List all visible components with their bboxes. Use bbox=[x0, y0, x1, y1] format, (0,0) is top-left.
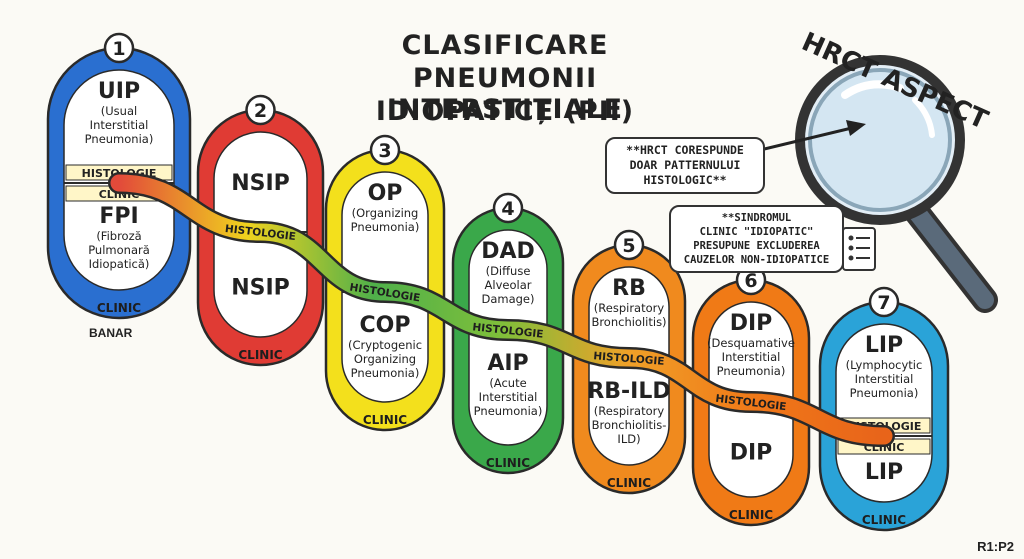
histology-full-name: (Diffuse bbox=[486, 264, 531, 278]
number-badge bbox=[245, 94, 276, 126]
number-badge-text: 3 bbox=[378, 140, 391, 162]
syndrome-note: **SINDROMUL CLINIC "IDIOPATIC" PRESUPUNE… bbox=[669, 205, 844, 273]
histology-full-name: Alveolar bbox=[485, 278, 532, 292]
clinic-full-name: Bronchiolitis- bbox=[592, 418, 667, 432]
clinic-band-label: CLINIC bbox=[363, 413, 407, 427]
syndrome-note-line: **SINDROMUL bbox=[721, 212, 792, 224]
title-line-3: IDIOPATICE (PII) bbox=[375, 96, 635, 127]
clinic-full-name: Pneumonia) bbox=[474, 404, 543, 418]
histology-full-name: Pneumonia) bbox=[85, 132, 154, 146]
clinic-band-label: CLINIC bbox=[607, 476, 651, 490]
clinic-abbreviation: FPI bbox=[99, 204, 138, 229]
histology-full-name: Bronchiolitis) bbox=[591, 315, 666, 329]
clinic-abbreviation: NSIP bbox=[231, 276, 290, 301]
clinic-full-name: Idiopatică) bbox=[89, 257, 150, 271]
connecting-ribbon bbox=[108, 172, 895, 447]
number-badge bbox=[613, 229, 645, 261]
clinic-band-label: CLINIC bbox=[729, 508, 773, 522]
number-badge-text: 6 bbox=[744, 270, 757, 292]
ribbon-fill bbox=[110, 174, 893, 445]
number-badge bbox=[492, 192, 524, 224]
clinic-band-label: CLINIC bbox=[486, 456, 530, 470]
clinic-band-label: CLINIC bbox=[238, 348, 282, 362]
histology-full-name: (Desquamative bbox=[707, 336, 795, 350]
histology-full-name: Interstitial bbox=[722, 350, 781, 364]
number-badge-text: 7 bbox=[877, 292, 890, 314]
number-badge bbox=[103, 32, 135, 64]
clinic-full-name: (Acute bbox=[489, 376, 526, 390]
number-badge-text: 1 bbox=[112, 38, 125, 60]
hrct-note-line: DOAR PATTERNULUI bbox=[629, 158, 741, 172]
histology-full-name: (Organizing bbox=[352, 206, 419, 220]
histology-full-name: Pneumonia) bbox=[351, 220, 420, 234]
entity-loop-7: 7CLINICLIP(LymphocyticInterstitialPneumo… bbox=[818, 286, 950, 532]
histology-full-name: (Respiratory bbox=[594, 301, 665, 315]
histology-abbreviation: DAD bbox=[481, 239, 535, 264]
loop-inner bbox=[835, 323, 933, 503]
histology-full-name: Interstitial bbox=[90, 118, 149, 132]
clinic-abbreviation: AIP bbox=[487, 351, 528, 376]
syndrome-note-line: PRESUPUNE EXCLUDEREA bbox=[693, 240, 820, 252]
histology-abbreviation: OP bbox=[368, 181, 403, 206]
number-badge-text: 2 bbox=[254, 100, 267, 122]
histology-full-name: Pneumonia) bbox=[717, 364, 786, 378]
number-badge bbox=[868, 286, 900, 318]
histology-abbreviation: RB bbox=[612, 276, 646, 301]
syndrome-note-line: CLINIC "IDIOPATIC" bbox=[699, 226, 814, 238]
hrct-note: **HRCT CORESPUNDE DOAR PATTERNULUI HISTO… bbox=[605, 137, 765, 194]
clinic-full-name: Pulmonară bbox=[88, 243, 150, 257]
number-badge-text: 5 bbox=[622, 235, 635, 257]
hrct-note-line: **HRCT CORESPUNDE bbox=[626, 143, 744, 157]
clinic-abbreviation: DIP bbox=[730, 441, 773, 466]
hrct-note-line: HISTOLOGIC** bbox=[643, 173, 727, 187]
clinic-full-name: (Fibroză bbox=[96, 229, 141, 243]
banar-label: BANAR bbox=[89, 326, 133, 340]
page-reference: R1:P2 bbox=[977, 539, 1014, 554]
clinic-full-name: Organizing bbox=[354, 352, 416, 366]
clinic-band-label: CLINIC bbox=[862, 513, 906, 527]
entity-loops: 1CLINICUIP(UsualInterstitialPneumonia)FP… bbox=[46, 32, 950, 532]
clinic-full-name: (Cryptogenic bbox=[348, 338, 422, 352]
number-badge bbox=[369, 134, 401, 166]
clinic-abbreviation: LIP bbox=[865, 460, 903, 485]
histology-abbreviation: DIP bbox=[730, 311, 773, 336]
histology-full-name: Interstitial bbox=[855, 372, 914, 386]
histology-abbreviation: NSIP bbox=[231, 171, 290, 196]
histology-full-name: Damage) bbox=[481, 292, 534, 306]
histology-full-name: (Lymphocytic bbox=[846, 358, 923, 372]
clinic-full-name: ILD) bbox=[617, 432, 640, 446]
clinic-abbreviation: COP bbox=[360, 313, 411, 338]
histology-full-name: Pneumonia) bbox=[850, 386, 919, 400]
histology-full-name: (Usual bbox=[101, 104, 137, 118]
title-line-1: CLASIFICARE bbox=[401, 30, 609, 61]
magnifying-glass-icon bbox=[759, 55, 998, 313]
title-line-2: PNEUMONII INTERSTIȚIALE bbox=[386, 63, 624, 125]
clinic-full-name: Interstitial bbox=[479, 390, 538, 404]
clinic-full-name: Pneumonia) bbox=[351, 366, 420, 380]
number-badge-text: 4 bbox=[501, 198, 514, 220]
ribbon-histology-label: HISTOLOGIE bbox=[593, 350, 665, 368]
syndrome-note-line: CAUZELOR NON-IDIOPATICE bbox=[683, 254, 830, 266]
histology-abbreviation: LIP bbox=[865, 333, 903, 358]
clinic-full-name: (Respiratory bbox=[594, 404, 665, 418]
clinic-abbreviation: RB-ILD bbox=[587, 379, 670, 404]
checklist-icon bbox=[842, 227, 876, 271]
clinic-band-label: CLINIC bbox=[97, 301, 141, 315]
histology-abbreviation: UIP bbox=[98, 79, 140, 104]
